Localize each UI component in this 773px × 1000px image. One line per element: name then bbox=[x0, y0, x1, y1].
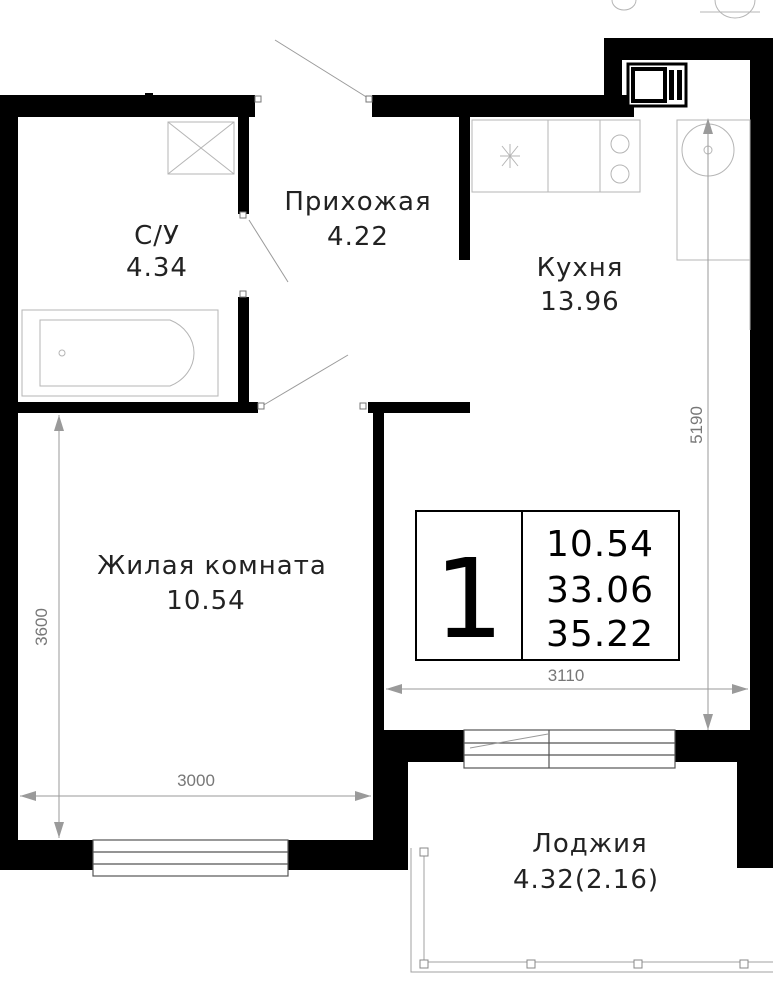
living-window bbox=[92, 839, 289, 877]
room-area-loggia: 4.32(2.16) bbox=[513, 865, 659, 895]
door-hinge bbox=[257, 402, 265, 410]
windows bbox=[92, 729, 676, 877]
oven bbox=[626, 62, 688, 108]
dim-arrow bbox=[732, 684, 748, 694]
room-name-living: Жилая комната bbox=[97, 551, 327, 581]
dim-label-kitchen-width: 3110 bbox=[548, 666, 585, 685]
room-area-hallway: 4.22 bbox=[327, 222, 389, 252]
dim-arrow bbox=[54, 822, 64, 838]
wall-hall-bottom-right bbox=[368, 402, 470, 413]
kitchen-counter bbox=[471, 119, 641, 193]
walls bbox=[0, 38, 773, 870]
wall-hall-kitchen-partition bbox=[459, 117, 470, 260]
loggia-railing bbox=[410, 847, 773, 973]
wall-bathroom-right-lower bbox=[238, 297, 249, 409]
wall-right-outer bbox=[750, 38, 773, 868]
doors bbox=[239, 39, 373, 410]
room-area-kitchen: 13.96 bbox=[540, 287, 619, 317]
neighbour-fixture bbox=[611, 0, 637, 11]
door-hinge bbox=[254, 95, 262, 103]
living-door-leaf bbox=[261, 354, 349, 407]
wall-living-bottom-right bbox=[288, 840, 384, 870]
door-hinge bbox=[359, 402, 367, 410]
wall-kitchen-niche-top bbox=[604, 38, 773, 60]
wall-bathroom-bottom bbox=[18, 402, 258, 413]
dim-label-living-height: 3600 bbox=[32, 608, 51, 646]
wall-bathroom-right-upper bbox=[238, 117, 249, 214]
wall-loggia-right bbox=[737, 762, 750, 868]
rooms-count: 1 bbox=[434, 535, 504, 663]
wall-living-kitchen-partition bbox=[373, 413, 384, 870]
dim-arrow bbox=[20, 791, 36, 801]
wall-loggia-left bbox=[384, 762, 408, 870]
room-name-hallway: Прихожая bbox=[284, 187, 431, 217]
wall-kitchen-bottom-left bbox=[384, 730, 464, 762]
summary-box: 1 10.54 33.06 35.22 bbox=[415, 510, 680, 663]
door-hinge bbox=[239, 211, 247, 219]
wall-bathroom-top bbox=[0, 95, 255, 117]
shower-tray bbox=[167, 121, 235, 175]
wall-left-outer bbox=[0, 95, 18, 870]
summary-living-area: 10.54 bbox=[546, 524, 654, 565]
wall-entrance-top bbox=[372, 95, 634, 117]
kitchen-balcony-door bbox=[463, 729, 676, 769]
bathtub bbox=[21, 309, 219, 397]
dimension-lines bbox=[20, 118, 748, 838]
dim-arrow bbox=[386, 684, 402, 694]
door-hinge bbox=[239, 290, 247, 298]
fixtures bbox=[21, 0, 760, 397]
sink-cabinet bbox=[676, 119, 751, 261]
wall-kitchen-bottom-right bbox=[675, 730, 750, 762]
room-area-living: 10.54 bbox=[166, 586, 245, 616]
dim-arrow bbox=[54, 415, 64, 431]
bathroom-door-leaf bbox=[248, 219, 289, 283]
dim-arrow bbox=[355, 791, 371, 801]
wall-living-bottom-left bbox=[0, 840, 93, 870]
neighbour-fixture bbox=[714, 0, 756, 19]
dim-label-kitchen-height: 5190 bbox=[687, 406, 706, 444]
summary-total-area: 33.06 bbox=[546, 570, 654, 611]
summary-box-frame bbox=[415, 510, 680, 661]
entrance-door-leaf bbox=[274, 39, 369, 99]
wall-tick bbox=[145, 93, 153, 96]
room-name-kitchen: Кухня bbox=[537, 253, 624, 283]
room-name-loggia: Лоджия bbox=[532, 829, 647, 859]
door-hinge bbox=[365, 95, 373, 103]
dim-arrow bbox=[703, 714, 713, 730]
summary-total-with-loggia: 35.22 bbox=[546, 614, 654, 655]
room-name-bathroom: С/У bbox=[134, 221, 180, 251]
wall-kitchen-niche-left bbox=[604, 38, 622, 117]
dim-label-living-width: 3000 bbox=[177, 771, 215, 790]
dim-arrow bbox=[703, 118, 713, 134]
room-area-bathroom: 4.34 bbox=[126, 253, 188, 283]
